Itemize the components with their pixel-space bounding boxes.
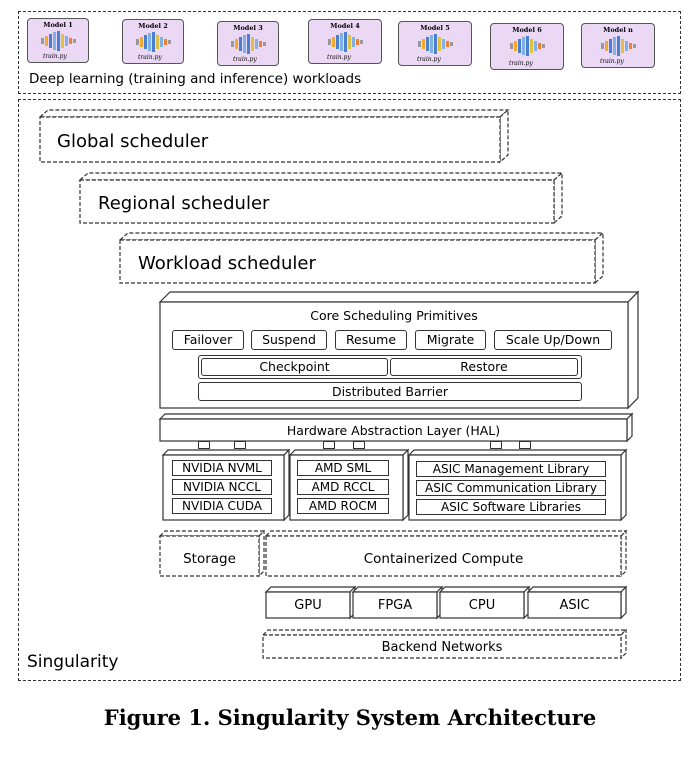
failover-primitive: Failover <box>172 330 244 350</box>
hal-label: Hardware Abstraction Layer (HAL) <box>286 423 501 438</box>
connector-port <box>234 441 246 449</box>
model-name: Model 5 <box>420 24 450 32</box>
amd-rccl: AMD RCCL <box>297 479 389 495</box>
model-name: Model n <box>603 26 633 34</box>
workloads-label: Deep learning (training and inference) w… <box>29 71 362 87</box>
asic-label: ASIC <box>559 598 590 613</box>
resume-primitive: Resume <box>335 330 407 350</box>
asic-management-library: ASIC Management Library <box>416 461 606 477</box>
connector-port <box>323 441 335 449</box>
asic-communication-library: ASIC Communication Library <box>416 480 606 496</box>
connector-port <box>198 441 210 449</box>
model-name: Model 1 <box>43 21 73 29</box>
checkpoint-primitive: Checkpoint <box>201 358 388 376</box>
model-name: Model 2 <box>138 22 168 30</box>
restore-primitive: Restore <box>390 358 578 376</box>
migrate-primitive: Migrate <box>415 330 486 350</box>
nvidia-nvml: NVIDIA NVML <box>172 460 272 476</box>
workloads-panel <box>18 11 681 94</box>
train-file: train.py <box>509 60 533 67</box>
neural-network-icon <box>231 34 266 54</box>
workload-scheduler-label: Workload scheduler <box>138 253 316 274</box>
train-file: train.py <box>417 56 441 63</box>
model-card: Model 1 train.py <box>27 18 89 63</box>
neural-network-icon <box>136 32 171 52</box>
nvidia-cuda: NVIDIA CUDA <box>172 498 272 514</box>
model-card: Model 2 train.py <box>122 19 184 64</box>
cpu-label: CPU <box>468 598 496 613</box>
suspend-primitive: Suspend <box>251 330 327 350</box>
asic-software-libraries: ASIC Software Libraries <box>416 499 606 515</box>
gpu-label: GPU <box>294 598 322 613</box>
train-file: train.py <box>233 56 257 63</box>
containerized-compute-label: Containerized Compute <box>363 551 524 567</box>
neural-network-icon <box>328 32 363 52</box>
neural-network-icon <box>41 31 76 51</box>
amd-sml: AMD SML <box>297 460 389 476</box>
model-name: Model 6 <box>512 26 542 34</box>
model-card: Model 3 train.py <box>217 21 279 66</box>
global-scheduler-label: Global scheduler <box>57 131 209 152</box>
train-file: train.py <box>138 54 162 61</box>
train-file: train.py <box>43 53 67 60</box>
primitives-title: Core Scheduling Primitives <box>310 308 478 323</box>
neural-network-icon <box>418 34 453 54</box>
connector-port <box>490 441 502 449</box>
neural-network-icon <box>510 36 545 56</box>
distributed-barrier-primitive: Distributed Barrier <box>198 382 582 401</box>
fpga-label: FPGA <box>377 598 413 613</box>
storage-label: Storage <box>183 551 236 567</box>
model-card: Model n train.py <box>581 23 655 68</box>
scale-up-down-primitive: Scale Up/Down <box>494 330 612 350</box>
model-name: Model 3 <box>233 24 263 32</box>
regional-scheduler-label: Regional scheduler <box>98 193 270 214</box>
amd-rocm: AMD ROCM <box>297 498 389 514</box>
model-name: Model 4 <box>330 22 360 30</box>
singularity-label: Singularity <box>27 652 119 672</box>
model-card: Model 6 train.py <box>490 23 564 70</box>
singularity-panel <box>18 99 681 681</box>
figure-caption: Figure 1. Singularity System Architectur… <box>103 705 597 730</box>
nvidia-nccl: NVIDIA NCCL <box>172 479 272 495</box>
model-card: Model 4 train.py <box>308 19 382 64</box>
train-file: train.py <box>327 54 351 61</box>
connector-port <box>353 441 365 449</box>
connector-port <box>519 441 531 449</box>
model-card: Model 5 train.py <box>398 21 472 66</box>
backend-networks-label: Backend Networks <box>381 640 503 655</box>
neural-network-icon <box>601 36 636 56</box>
train-file: train.py <box>600 58 624 65</box>
